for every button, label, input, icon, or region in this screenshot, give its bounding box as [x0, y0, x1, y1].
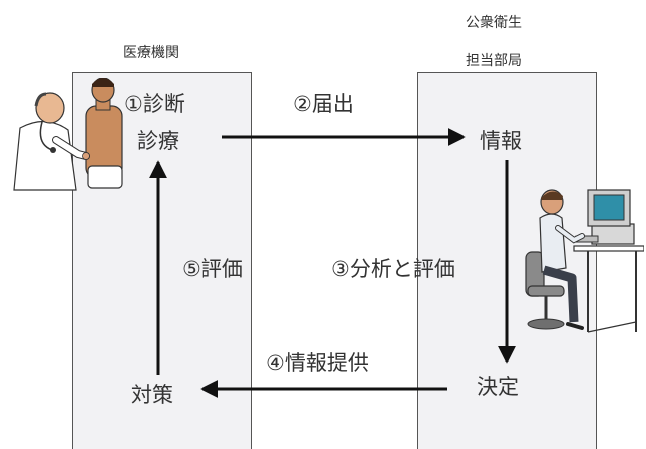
medical-institution-header: 医療機関	[123, 45, 179, 61]
patient-figure	[85, 78, 123, 189]
information-label: 情報	[480, 129, 522, 153]
doctor-figure	[13, 92, 90, 191]
countermeasure-label: 対策	[131, 383, 173, 407]
public-health-header-line2: 担当部局	[466, 53, 522, 69]
decision-label: 決定	[477, 375, 519, 399]
doctor-patient-illustration	[13, 78, 123, 191]
analysis-arrow-label: ③分析と評価	[331, 257, 455, 281]
diagnosis-step-label: ①診断	[124, 92, 185, 116]
evaluation-arrow-label: ⑤評価	[182, 257, 243, 281]
public-health-header-line1: 公衆衛生	[466, 15, 522, 31]
medical-care-label: 診療	[137, 129, 179, 153]
info-provision-arrow-label: ④情報提供	[266, 351, 369, 375]
report-arrow-label: ②届出	[293, 92, 354, 116]
computer-worker-illustration	[525, 189, 644, 333]
